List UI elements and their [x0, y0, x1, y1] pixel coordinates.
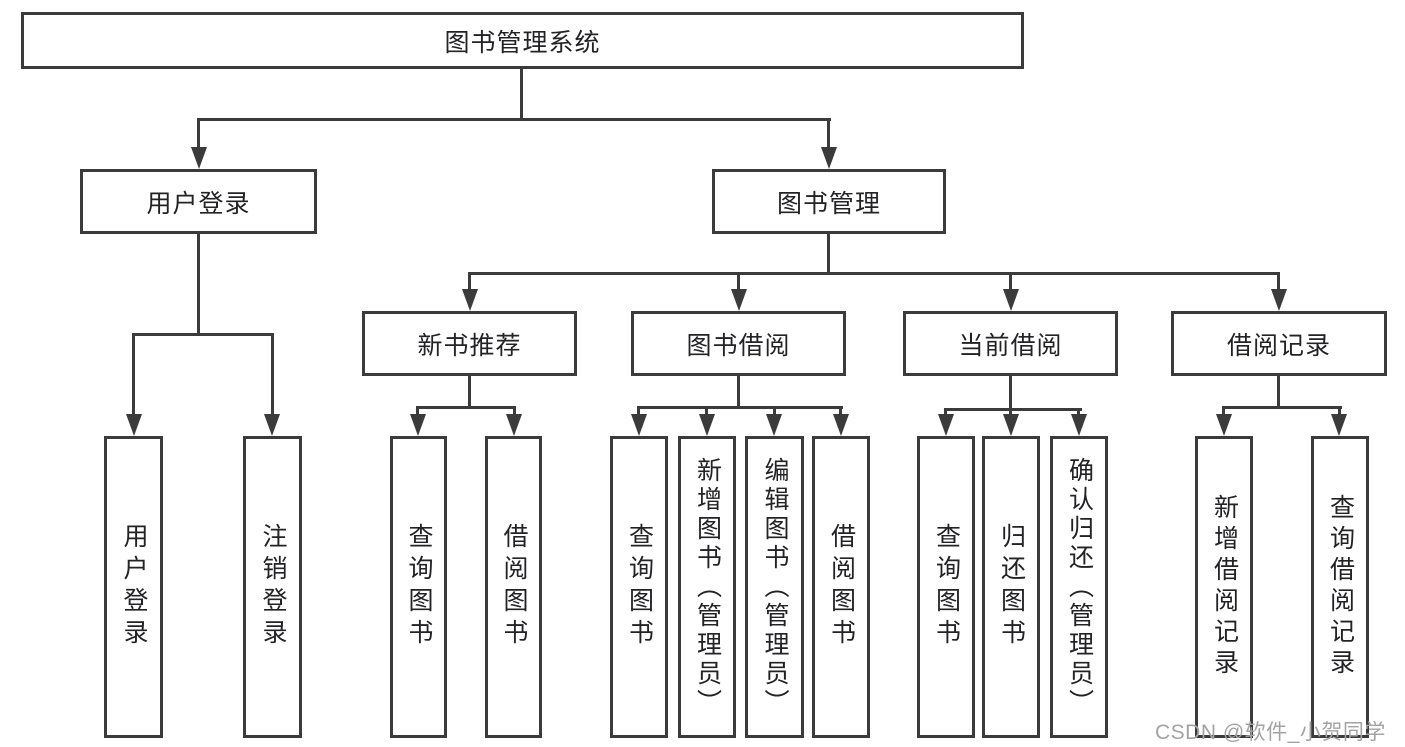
connector-line — [637, 406, 843, 409]
connector-line — [1338, 406, 1341, 418]
node-book-borrow: 图书借阅 — [631, 311, 846, 376]
leaf-edit-book-admin: 编辑图书（管理员） — [745, 436, 804, 738]
leaf-borrow-books-recommend-label: 借阅图书 — [500, 523, 528, 651]
connector-line — [197, 232, 200, 336]
leaf-borrow-books: 借阅图书 — [812, 436, 870, 738]
arrow-down-icon — [1003, 414, 1019, 436]
connector-line — [1077, 408, 1080, 418]
arrow-down-icon — [264, 414, 280, 436]
arrow-down-icon — [1331, 414, 1347, 436]
node-borrow-records: 借阅记录 — [1171, 311, 1387, 376]
arrow-down-icon — [191, 147, 207, 169]
leaf-borrow-books-recommend: 借阅图书 — [485, 436, 542, 738]
connector-line — [737, 374, 740, 409]
arrow-down-icon — [631, 414, 647, 436]
arrow-down-icon — [506, 414, 522, 436]
connector-line — [416, 406, 419, 418]
connector-line — [1222, 406, 1342, 409]
arrow-down-icon — [699, 414, 715, 436]
leaf-logout: 注销登录 — [243, 436, 302, 738]
connector-line — [705, 406, 708, 418]
connector-line — [197, 118, 831, 121]
leaf-add-borrow-record: 新增借阅记录 — [1195, 436, 1253, 738]
node-book-borrow-label: 图书借阅 — [686, 331, 791, 360]
connector-line — [944, 408, 1082, 411]
arrow-down-icon — [1071, 414, 1087, 436]
connector-line — [197, 118, 200, 151]
leaf-query-books-current-label: 查询图书 — [932, 523, 961, 651]
arrow-down-icon — [766, 414, 782, 436]
connector-line — [1277, 374, 1280, 409]
arrow-down-icon — [938, 414, 954, 436]
leaf-confirm-return-admin: 确认归还（管理员） — [1050, 436, 1108, 738]
connector-line — [1277, 272, 1280, 291]
arrow-down-icon — [1003, 289, 1019, 311]
connector-line — [468, 374, 471, 409]
leaf-query-borrow-record-label: 查询借阅记录 — [1326, 494, 1355, 680]
node-root: 图书管理系统 — [21, 12, 1024, 69]
connector-line — [271, 333, 274, 418]
connector-line — [827, 118, 830, 151]
connector-line — [839, 406, 842, 418]
leaf-edit-book-admin-label: 编辑图书（管理员） — [761, 456, 789, 718]
arrow-down-icon — [462, 289, 478, 311]
node-book-management-label: 图书管理 — [776, 189, 881, 218]
connector-line — [637, 406, 640, 418]
csdn-watermark: CSDN @软件_小贺同学 — [1155, 721, 1386, 744]
leaf-query-books-recommend-label: 查询图书 — [405, 523, 433, 651]
leaf-return-book: 归还图书 — [982, 436, 1040, 738]
arrow-down-icon — [126, 414, 142, 436]
arrow-down-icon — [410, 414, 426, 436]
arrow-down-icon — [731, 289, 747, 311]
leaf-return-book-label: 归还图书 — [997, 523, 1026, 651]
node-current-borrow-label: 当前借阅 — [958, 331, 1063, 360]
node-new-book-recommend: 新书推荐 — [362, 311, 577, 376]
connector-line — [737, 272, 740, 291]
node-new-book-recommend-label: 新书推荐 — [417, 331, 522, 360]
leaf-borrow-books-label: 借阅图书 — [827, 523, 856, 651]
leaf-user-login: 用户登录 — [104, 436, 163, 738]
arrow-down-icon — [833, 414, 849, 436]
leaf-query-books-borrow: 查询图书 — [610, 436, 668, 738]
connector-line — [1222, 406, 1225, 418]
connector-line — [416, 406, 516, 409]
arrow-down-icon — [821, 147, 837, 169]
node-root-label: 图书管理系统 — [444, 28, 601, 57]
connector-line — [468, 272, 471, 291]
node-borrow-records-label: 借阅记录 — [1226, 331, 1331, 360]
connector-line — [773, 406, 776, 418]
node-user-login-label: 用户登录 — [146, 189, 251, 218]
connector-line — [468, 272, 1280, 275]
node-current-borrow: 当前借阅 — [903, 311, 1118, 376]
connector-line — [944, 408, 947, 418]
connector-line — [520, 67, 523, 119]
connector-line — [1009, 408, 1012, 418]
connector-line — [132, 333, 135, 418]
leaf-logout-label: 注销登录 — [259, 523, 287, 651]
arrow-down-icon — [1271, 289, 1287, 311]
node-book-management: 图书管理 — [712, 169, 946, 234]
connector-line — [1009, 272, 1012, 291]
leaf-query-books-borrow-label: 查询图书 — [625, 523, 654, 651]
leaf-confirm-return-admin-label: 确认归还（管理员） — [1065, 456, 1094, 718]
leaf-query-borrow-record: 查询借阅记录 — [1311, 436, 1369, 738]
leaf-query-books-current: 查询图书 — [917, 436, 975, 738]
leaf-query-books-recommend: 查询图书 — [390, 436, 447, 738]
arrow-down-icon — [1216, 414, 1232, 436]
leaf-add-borrow-record-label: 新增借阅记录 — [1210, 494, 1239, 680]
leaf-user-login-label: 用户登录 — [120, 523, 148, 651]
connector-line — [1009, 374, 1012, 410]
connector-line — [827, 232, 830, 274]
connector-line — [132, 333, 274, 336]
leaf-add-book-admin-label: 新增图书（管理员） — [693, 456, 722, 718]
node-user-login: 用户登录 — [80, 169, 317, 234]
leaf-add-book-admin: 新增图书（管理员） — [678, 436, 736, 738]
connector-line — [513, 406, 516, 418]
